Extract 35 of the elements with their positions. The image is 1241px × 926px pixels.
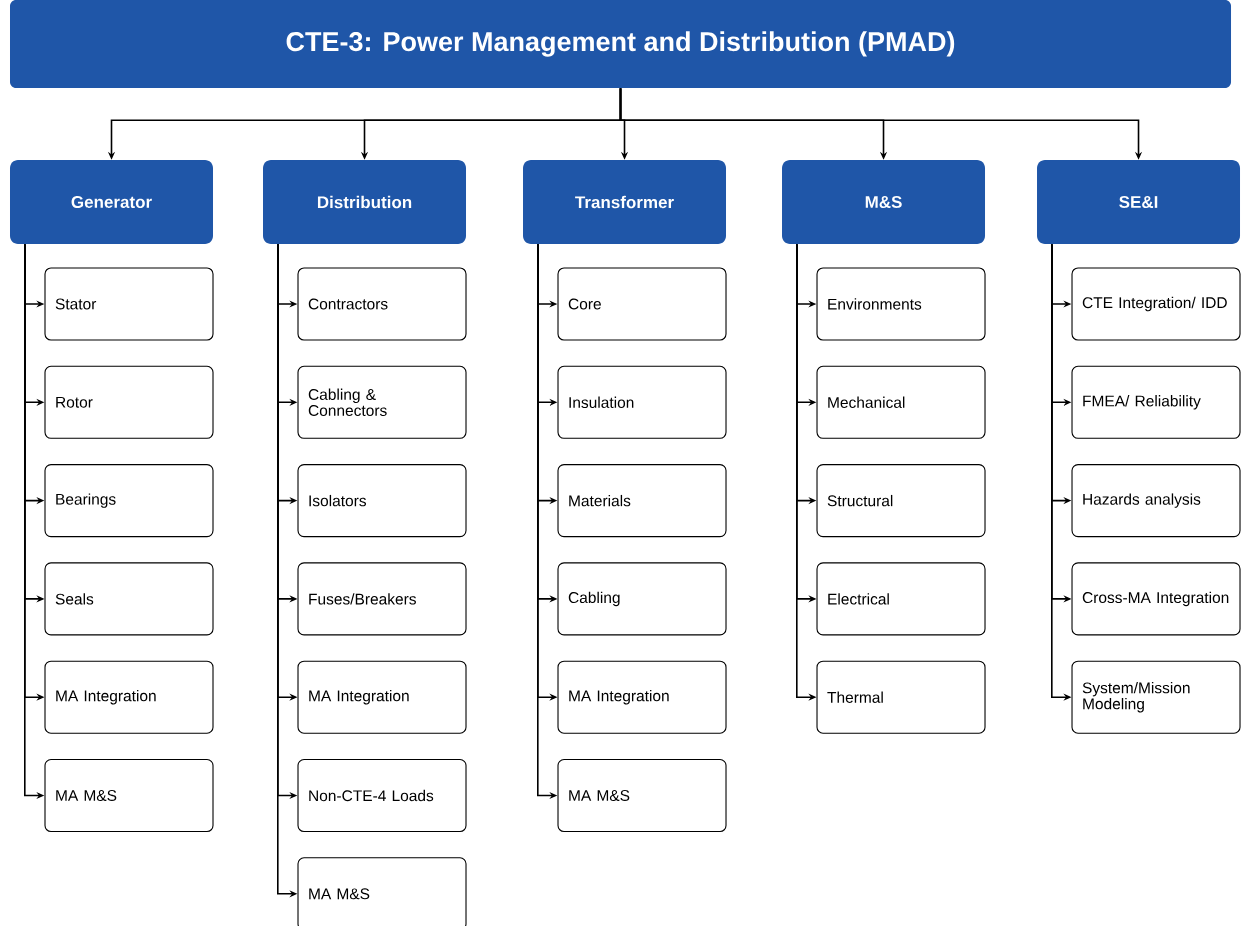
item-box: Insulation <box>557 365 727 439</box>
item-box: Materials <box>557 464 727 538</box>
item-box: Core <box>557 267 727 341</box>
item-box: Electrical <box>816 562 986 636</box>
item-box: MA Integration <box>557 660 727 734</box>
category-box: Generator <box>10 160 213 244</box>
item-box: MA M&S <box>557 758 727 833</box>
item-box: Seals <box>44 562 214 636</box>
item-box: Cabling <box>557 562 727 636</box>
item-box: Cabling & Connectors <box>297 365 467 439</box>
item-box: Isolators <box>297 464 467 538</box>
item-box: MA Integration <box>44 660 214 734</box>
item-box: Rotor <box>44 365 214 439</box>
category-box: Transformer <box>523 160 726 244</box>
item-box: System/Mission Modeling <box>1071 660 1241 734</box>
item-box: Mechanical <box>816 365 986 439</box>
item-box: Bearings <box>44 464 214 538</box>
item-box: Environments <box>816 267 986 341</box>
item-box: Structural <box>816 464 986 538</box>
item-box: FMEA/ Reliability <box>1071 365 1241 439</box>
item-box: Stator <box>44 267 214 341</box>
category-box: SE&I <box>1037 160 1240 244</box>
item-box: Non-CTE-4 Loads <box>297 758 467 833</box>
item-box: Cross-MA Integration <box>1071 562 1241 636</box>
title-banner: CTE-3: Power Management and Distribution (PMAD) <box>10 0 1231 88</box>
item-box: MA M&S <box>44 758 214 833</box>
item-box: Contractors <box>297 267 467 341</box>
item-box: MA Integration <box>297 660 467 734</box>
item-box: MA M&S <box>297 857 467 926</box>
category-box: M&S <box>782 160 985 244</box>
item-box: Fuses/Breakers <box>297 562 467 636</box>
item-box: Thermal <box>816 660 986 734</box>
category-box: Distribution <box>263 160 466 244</box>
item-box: Hazards analysis <box>1071 464 1241 538</box>
item-box: CTE Integration/ IDD <box>1071 267 1241 341</box>
